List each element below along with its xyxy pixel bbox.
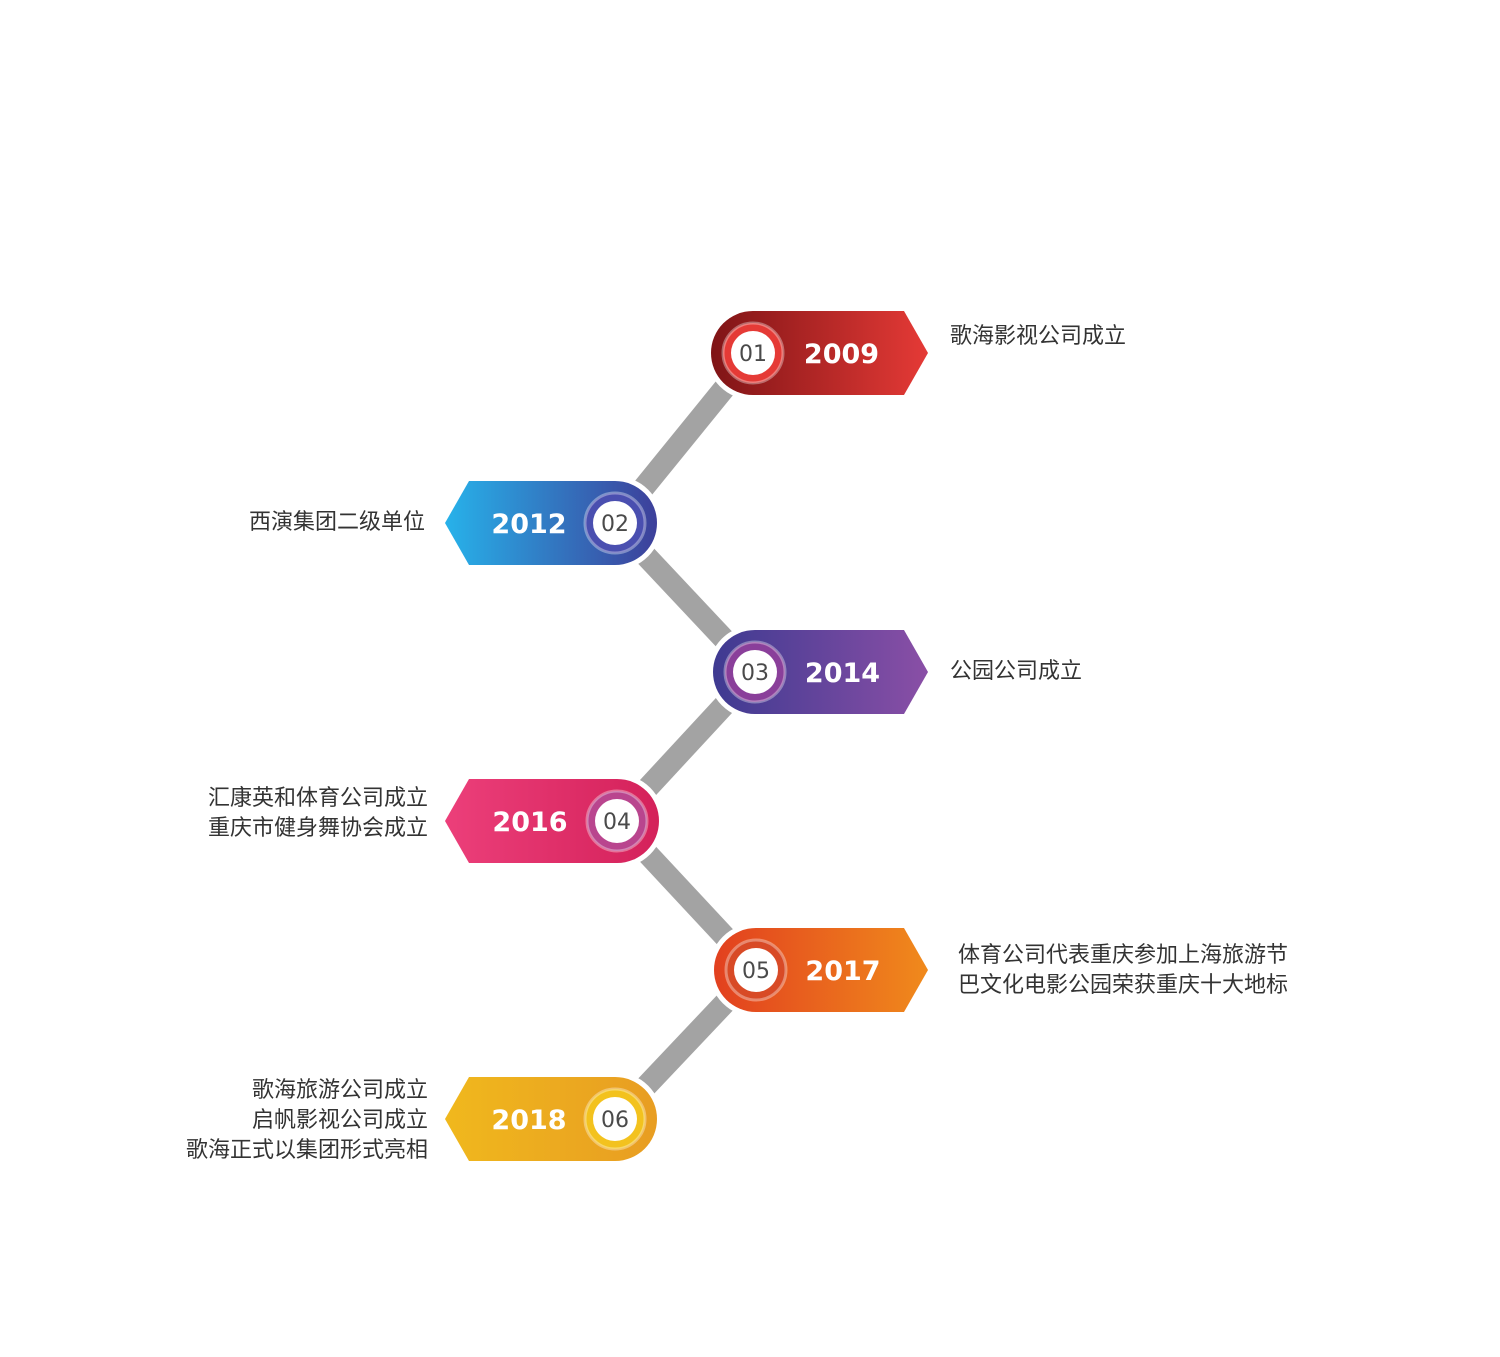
milestone-04: 04 2016 <box>445 774 664 868</box>
number-circle <box>595 799 639 843</box>
milestone-05: 05 2017 <box>709 923 928 1017</box>
number-circle <box>734 948 778 992</box>
milestone-year: 2012 <box>491 509 566 540</box>
milestone-number: 03 <box>741 661 769 686</box>
description-line: 汇康英和体育公司成立 <box>207 786 428 811</box>
connector-3-4 <box>638 696 734 797</box>
number-circle <box>593 1097 637 1141</box>
connector-5-6 <box>637 994 734 1095</box>
milestone-description: 体育公司代表重庆参加上海旅游节巴文化电影公园荣获重庆十大地标 <box>958 941 1288 1001</box>
badge-group: 01 2009 02 2012 03 2014 04 2016 05 2017 06 2018 <box>445 306 928 1166</box>
milestone-year: 2009 <box>804 339 879 370</box>
description-line: 巴文化电影公园荣获重庆十大地标 <box>958 973 1289 998</box>
milestone-year: 2018 <box>491 1105 566 1136</box>
number-circle <box>593 501 637 545</box>
milestone-number: 01 <box>739 342 767 367</box>
milestone-year: 2014 <box>805 658 880 689</box>
description-line: 西演集团二级单位 <box>248 510 425 535</box>
milestone-06: 06 2018 <box>445 1072 662 1166</box>
milestone-description: 公园公司成立 <box>950 657 1082 687</box>
description-line: 歌海旅游公司成立 <box>251 1078 428 1103</box>
description-line: 体育公司代表重庆参加上海旅游节 <box>958 943 1289 968</box>
description-line: 启帆影视公司成立 <box>251 1108 428 1133</box>
number-circle <box>731 331 775 375</box>
connector-2-3 <box>637 547 733 648</box>
connector-4-5 <box>638 845 735 946</box>
connector-group <box>634 380 735 1095</box>
milestone-number: 06 <box>601 1108 629 1133</box>
description-line: 公园公司成立 <box>950 659 1083 684</box>
description-line: 歌海正式以集团形式亮相 <box>185 1138 428 1163</box>
milestone-01: 01 2009 <box>706 306 928 400</box>
milestone-number: 04 <box>603 810 631 835</box>
milestone-year: 2017 <box>805 956 880 987</box>
milestone-02: 02 2012 <box>445 476 662 570</box>
milestone-year: 2016 <box>492 807 567 838</box>
milestone-03: 03 2014 <box>708 625 928 719</box>
connector-1-2 <box>634 380 734 496</box>
milestone-number: 02 <box>601 512 629 537</box>
number-circle <box>733 650 777 694</box>
milestone-description: 西演集团二级单位 <box>249 508 425 538</box>
description-line: 重庆市健身舞协会成立 <box>207 816 428 841</box>
milestone-number: 05 <box>742 959 770 984</box>
description-line: 歌海影视公司成立 <box>950 324 1127 349</box>
milestone-description: 汇康英和体育公司成立重庆市健身舞协会成立 <box>208 784 428 844</box>
milestone-description: 歌海旅游公司成立启帆影视公司成立歌海正式以集团形式亮相 <box>186 1076 428 1166</box>
milestone-description: 歌海影视公司成立 <box>950 322 1126 352</box>
